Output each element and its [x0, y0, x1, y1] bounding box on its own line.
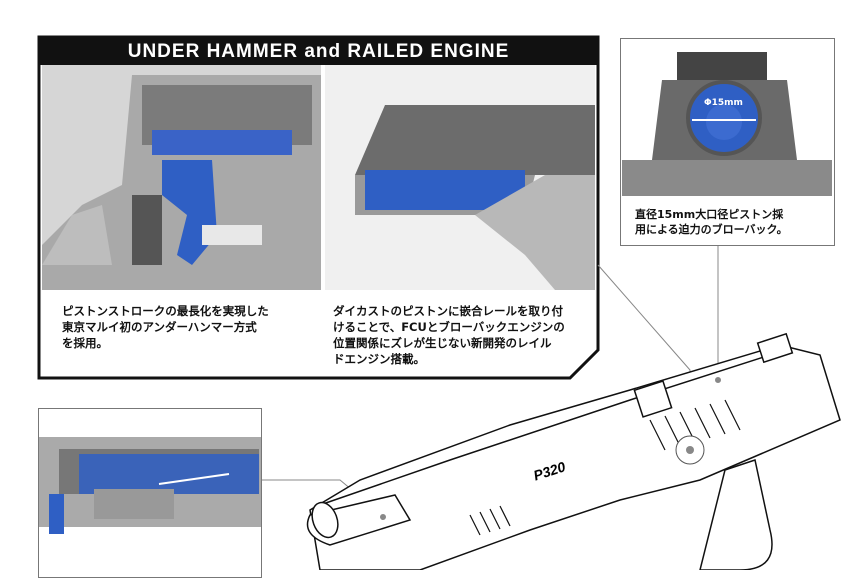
railed-engine-caption: ダイカストのピストンに嵌合レールを取り付 けることで、FCUとブローバックエンジ… [333, 304, 565, 366]
section-title: UNDER HAMMER and RAILED ENGINE [40, 38, 597, 65]
railed-engine-image [325, 65, 595, 290]
under-hammer-image [42, 65, 321, 290]
under-hammer-caption: ピストンストロークの最長化を実現した 東京マルイ初のアンダーハンマー方式 を採用… [62, 304, 269, 350]
piston-caption: 直径15mm大口径ピストン採 用による迫力のブローバック。 [635, 208, 788, 236]
engine-inset-box [38, 408, 262, 578]
piston-image: Φ15mm [622, 40, 832, 196]
piston-callout-box: Φ15mm 直径15mm大口径ピストン採 用による迫力のブローバック。 [620, 38, 835, 246]
piston-diameter-label: Φ15mm [704, 98, 743, 108]
gun-line-drawing [306, 332, 841, 570]
engine-inset-image [39, 437, 261, 534]
